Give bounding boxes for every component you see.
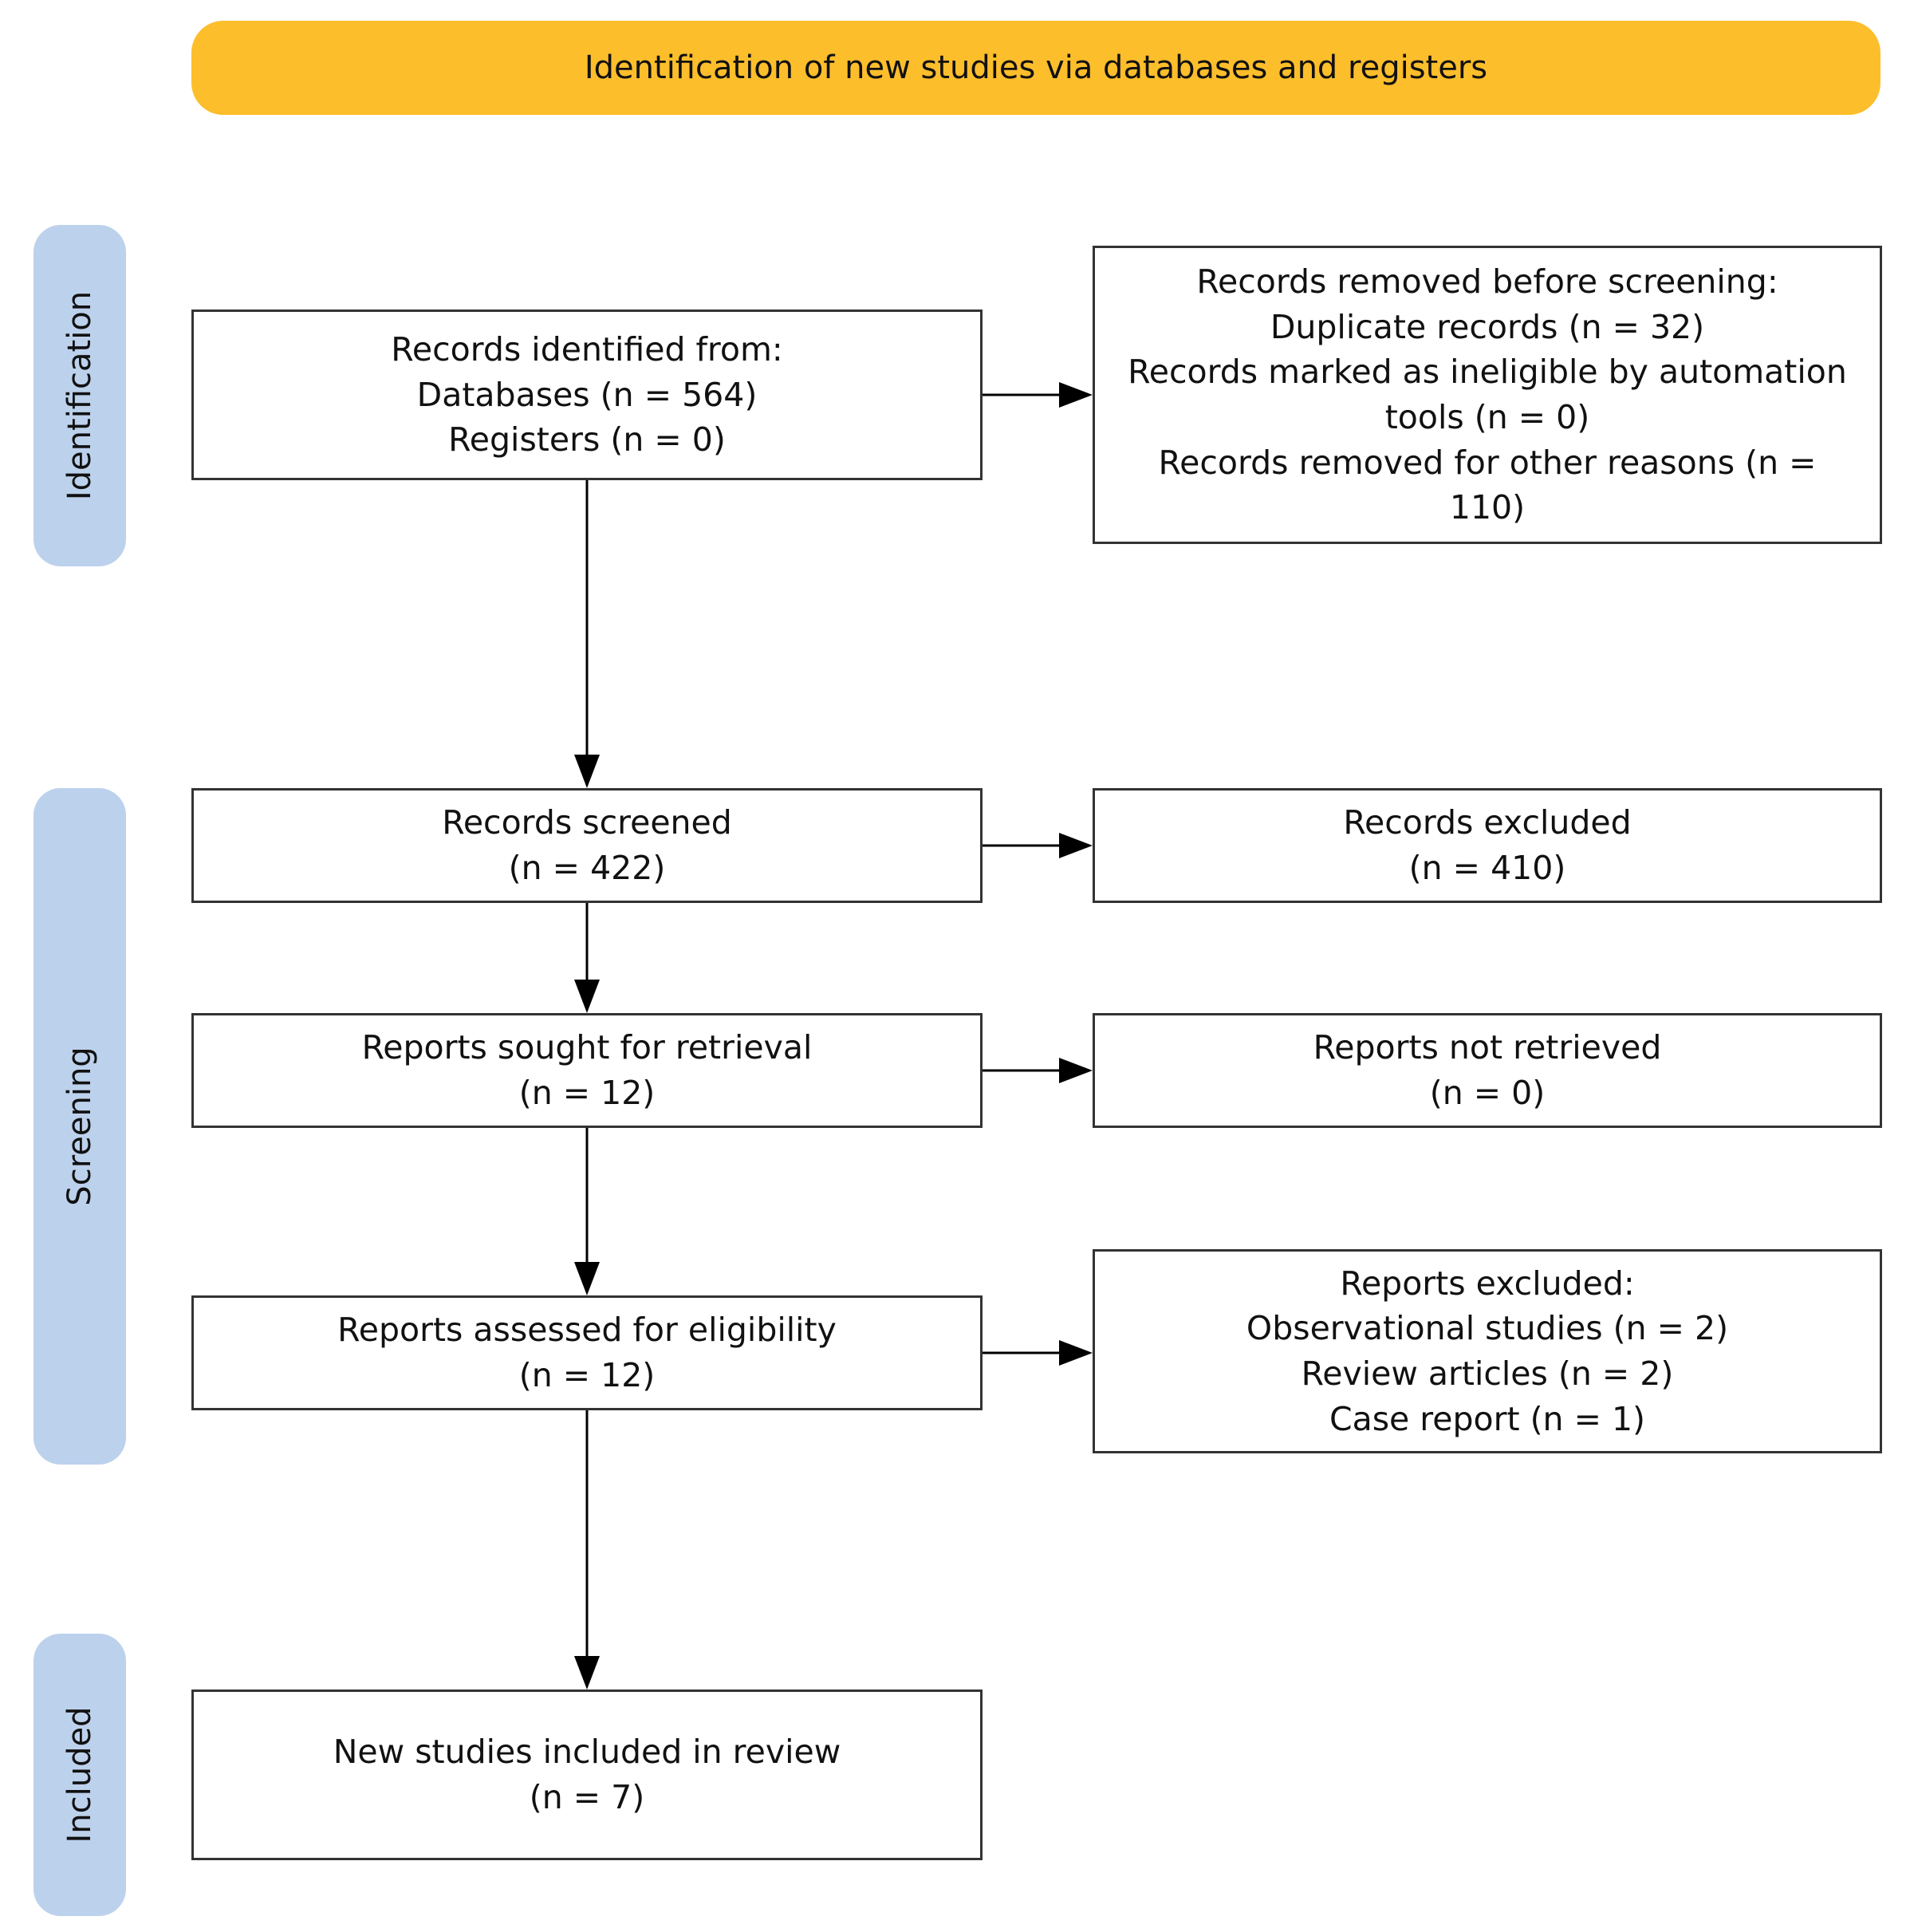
arrowhead-sought bbox=[574, 980, 600, 1013]
reports-excluded-title: Reports excluded: bbox=[1340, 1264, 1635, 1303]
records-identified-box: Records identified from: Databases (n = … bbox=[191, 310, 983, 480]
arrowhead-removed bbox=[1059, 382, 1093, 408]
arrowhead-reports-excluded bbox=[1059, 1340, 1093, 1366]
reports-not-retrieved-title: Reports not retrieved bbox=[1313, 1028, 1662, 1067]
records-removed-duplicates: Duplicate records (n = 32) bbox=[1270, 307, 1705, 346]
reports-excluded-box: Reports excluded: Observational studies … bbox=[1093, 1249, 1882, 1453]
records-removed-automation-2: tools (n = 0) bbox=[1384, 398, 1590, 436]
records-excluded-count: (n = 410) bbox=[1408, 849, 1566, 887]
phase-identification: Identification bbox=[33, 225, 126, 566]
reports-not-retrieved-count: (n = 0) bbox=[1429, 1074, 1546, 1112]
arrowhead-screened bbox=[574, 755, 600, 788]
records-removed-title: Records removed before screening: bbox=[1196, 262, 1778, 302]
header-title: Identification of new studies via databa… bbox=[584, 49, 1488, 86]
reports-excluded-review: Review articles (n = 2) bbox=[1301, 1354, 1674, 1393]
reports-assessed-box: Reports assessed for eligibility (n = 12… bbox=[191, 1295, 983, 1410]
records-excluded-title: Records excluded bbox=[1343, 803, 1632, 842]
records-removed-box: Records removed before screening: Duplic… bbox=[1093, 246, 1882, 544]
records-identified-databases: Databases (n = 564) bbox=[416, 375, 758, 414]
reports-excluded-case-report: Case report (n = 1) bbox=[1329, 1399, 1646, 1438]
reports-excluded-observational: Observational studies (n = 2) bbox=[1246, 1309, 1729, 1348]
records-excluded-box: Records excluded (n = 410) bbox=[1093, 788, 1882, 903]
records-screened-title: Records screened bbox=[442, 803, 732, 842]
records-screened-box: Records screened (n = 422) bbox=[191, 788, 983, 903]
reports-sought-title: Reports sought for retrieval bbox=[361, 1028, 813, 1067]
phase-included: Included bbox=[33, 1634, 126, 1916]
studies-included-count: (n = 7) bbox=[529, 1778, 645, 1816]
phase-screening: Screening bbox=[33, 788, 126, 1465]
records-removed-other-2: 110) bbox=[1449, 488, 1526, 527]
studies-included-box: New studies included in review (n = 7) bbox=[191, 1690, 983, 1860]
arrowhead-records-excluded bbox=[1059, 833, 1093, 858]
records-removed-other-1: Records removed for other reasons (n = bbox=[1158, 443, 1817, 482]
arrowhead-assessed bbox=[574, 1262, 600, 1295]
reports-assessed-count: (n = 12) bbox=[518, 1356, 656, 1394]
reports-not-retrieved-box: Reports not retrieved (n = 0) bbox=[1093, 1013, 1882, 1128]
arrowhead-included bbox=[574, 1656, 600, 1690]
records-identified-title: Records identified from: bbox=[391, 330, 783, 369]
arrowhead-not-retrieved bbox=[1059, 1058, 1093, 1083]
studies-included-title: New studies included in review bbox=[333, 1733, 841, 1772]
reports-sought-count: (n = 12) bbox=[518, 1074, 656, 1112]
records-removed-automation-1: Records marked as ineligible by automati… bbox=[1128, 353, 1847, 392]
reports-assessed-title: Reports assessed for eligibility bbox=[337, 1311, 837, 1350]
records-screened-count: (n = 422) bbox=[508, 849, 666, 887]
reports-sought-box: Reports sought for retrieval (n = 12) bbox=[191, 1013, 983, 1128]
records-identified-registers: Registers (n = 0) bbox=[448, 420, 726, 459]
identification-header: Identification of new studies via databa… bbox=[191, 21, 1880, 115]
